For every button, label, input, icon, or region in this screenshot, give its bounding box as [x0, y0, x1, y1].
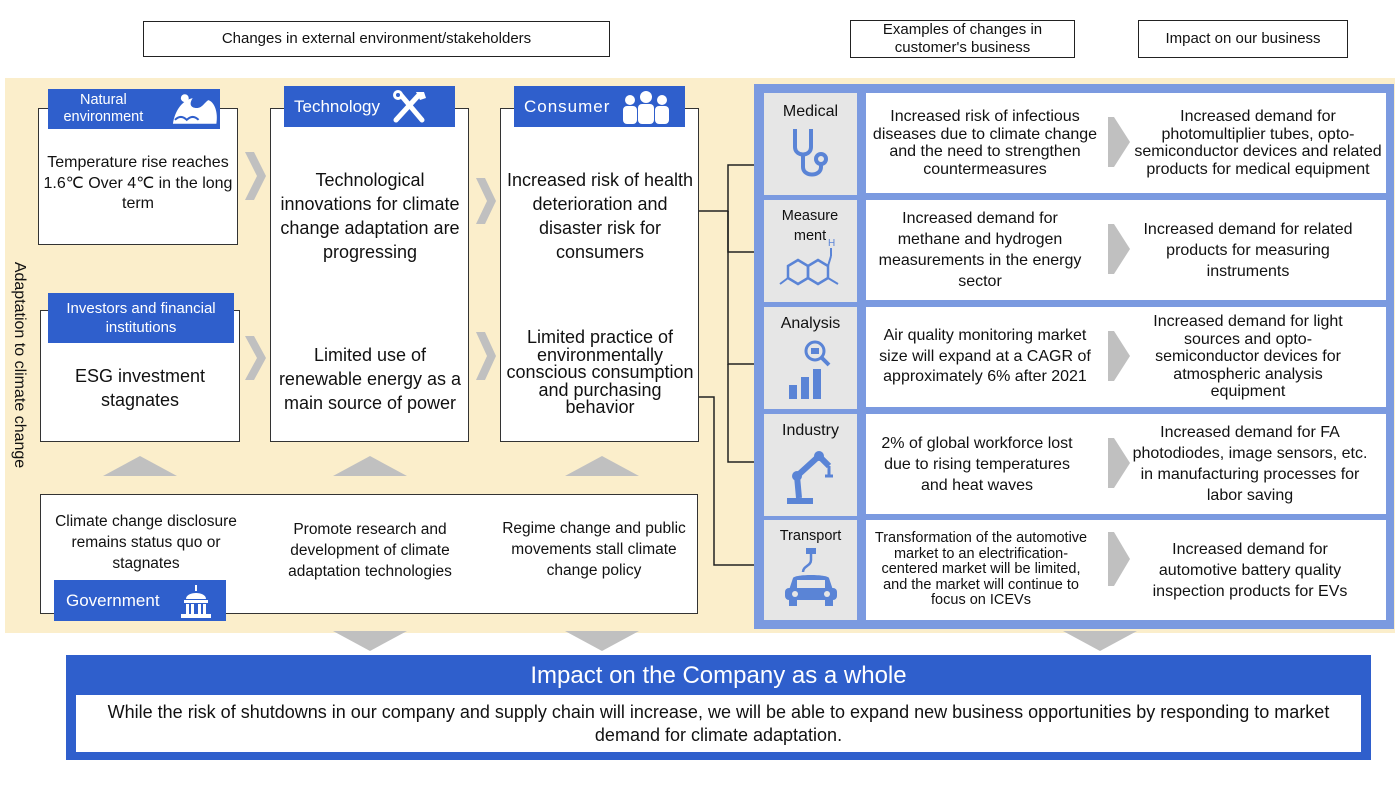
side-label-container: Adaptation to climate change [6, 242, 32, 487]
investors-text: ESG investment stagnates [74, 366, 206, 410]
company-impact-banner: Impact on the Company as a whole While t… [66, 655, 1371, 760]
molecule-icon: H [778, 238, 839, 286]
arrow-down-2 [565, 631, 639, 651]
sector-impact-industry: Increased demand for FA photodiodes, ima… [1132, 424, 1368, 504]
sector-change-measurement: Increased demand for methane and hydroge… [878, 210, 1082, 290]
sector-row-measurement: Increased demand for methane and hydroge… [866, 200, 1386, 300]
technology-tag: Technology [284, 86, 455, 127]
arrow-down-1 [333, 631, 407, 651]
sector-row-analysis: Air quality monitoring market size will … [866, 307, 1386, 407]
company-impact-title: Impact on the Company as a whole [530, 662, 907, 689]
consumer-text-1: Increased risk of health deterioration a… [506, 170, 694, 262]
wave-icon [172, 94, 217, 124]
natural-environment-box [38, 108, 238, 245]
sector-row-medical: Increased risk of infectious diseases du… [866, 93, 1386, 193]
chevron-right-icon [1108, 117, 1130, 167]
company-impact-text: While the risk of shutdowns in our compa… [76, 695, 1361, 752]
sector-label-text: Analysis [780, 315, 841, 332]
sector-label-text: Industry [782, 422, 839, 439]
government-tag: Government [54, 580, 226, 621]
technology-text-1: Technological innovations for climate ch… [280, 170, 460, 262]
arrow-down-3 [1063, 631, 1137, 651]
stethoscope-icon [792, 129, 828, 177]
people-icon [623, 90, 670, 124]
header-customer: Examples of changes in customer's busine… [850, 20, 1075, 58]
analysis-chart-icon [788, 340, 830, 399]
sector-label-analysis: Analysis [764, 307, 857, 409]
sector-change-transport: Transformation of the automotive market … [874, 530, 1088, 609]
sector-label-medical: Medical [764, 93, 857, 195]
sector-label-measurement: Measure ment H [764, 200, 857, 302]
tools-icon [393, 89, 427, 122]
technology-text-2: Limited use of renewable energy as a mai… [278, 345, 462, 413]
investors-tag: Investors and financial institutions [48, 293, 234, 343]
sector-impact-transport: Increased demand for automotive battery … [1152, 540, 1348, 600]
header-impact: Impact on our business [1138, 20, 1348, 58]
technology-box [270, 108, 469, 442]
sector-label-industry: Industry [764, 414, 857, 516]
sector-impact-measurement: Increased demand for related products fo… [1143, 220, 1353, 280]
robot-arm-icon [786, 451, 833, 504]
consumer-tag-label: Consumer [524, 96, 611, 116]
sector-change-analysis: Air quality monitoring market size will … [879, 327, 1091, 386]
electric-car-icon [784, 548, 837, 606]
chevron-right-icon [1108, 532, 1130, 586]
chevron-right-icon [1108, 224, 1130, 274]
government-tag-label: Government [66, 590, 160, 610]
sector-label-text: Transport [779, 528, 842, 544]
government-item-3: Regime change and public movements stall… [502, 519, 686, 579]
header-external: Changes in external environment/stakehol… [143, 21, 610, 57]
government-item-1: Climate change disclosure remains status… [55, 512, 237, 572]
side-label: Adaptation to climate change [11, 261, 29, 468]
consumer-box [500, 108, 699, 442]
capitol-icon [180, 584, 211, 618]
sector-label-transport: Transport [764, 520, 857, 620]
sector-label-text: Medical [782, 103, 839, 120]
sector-impact-medical: Increased demand for photomultiplier tub… [1134, 108, 1382, 178]
natural-environment-text: Temperature rise reaches 1.6℃ Over 4℃ in… [43, 154, 233, 213]
government-item-2: Promote research and development of clim… [288, 520, 452, 580]
consumer-text-2: Limited practice of environmentally cons… [506, 327, 694, 418]
chevron-right-icon [1108, 331, 1130, 381]
sector-label-text: Measure ment [781, 208, 839, 244]
natural-environment-tag-label: Natural environment [63, 92, 144, 125]
consumer-tag: Consumer [514, 86, 685, 127]
sector-row-industry: 2% of global workforce lost due to risin… [866, 414, 1386, 514]
sector-change-medical: Increased risk of infectious diseases du… [872, 108, 1098, 178]
chevron-right-icon [1108, 438, 1130, 488]
svg-text:H: H [828, 238, 835, 249]
natural-environment-tag: Natural environment [48, 89, 220, 129]
sector-row-transport: Transformation of the automotive market … [866, 520, 1386, 620]
sector-change-industry: 2% of global workforce lost due to risin… [881, 434, 1073, 494]
technology-tag-label: Technology [294, 96, 381, 116]
sector-impact-analysis: Increased demand for light sources and o… [1153, 313, 1343, 401]
